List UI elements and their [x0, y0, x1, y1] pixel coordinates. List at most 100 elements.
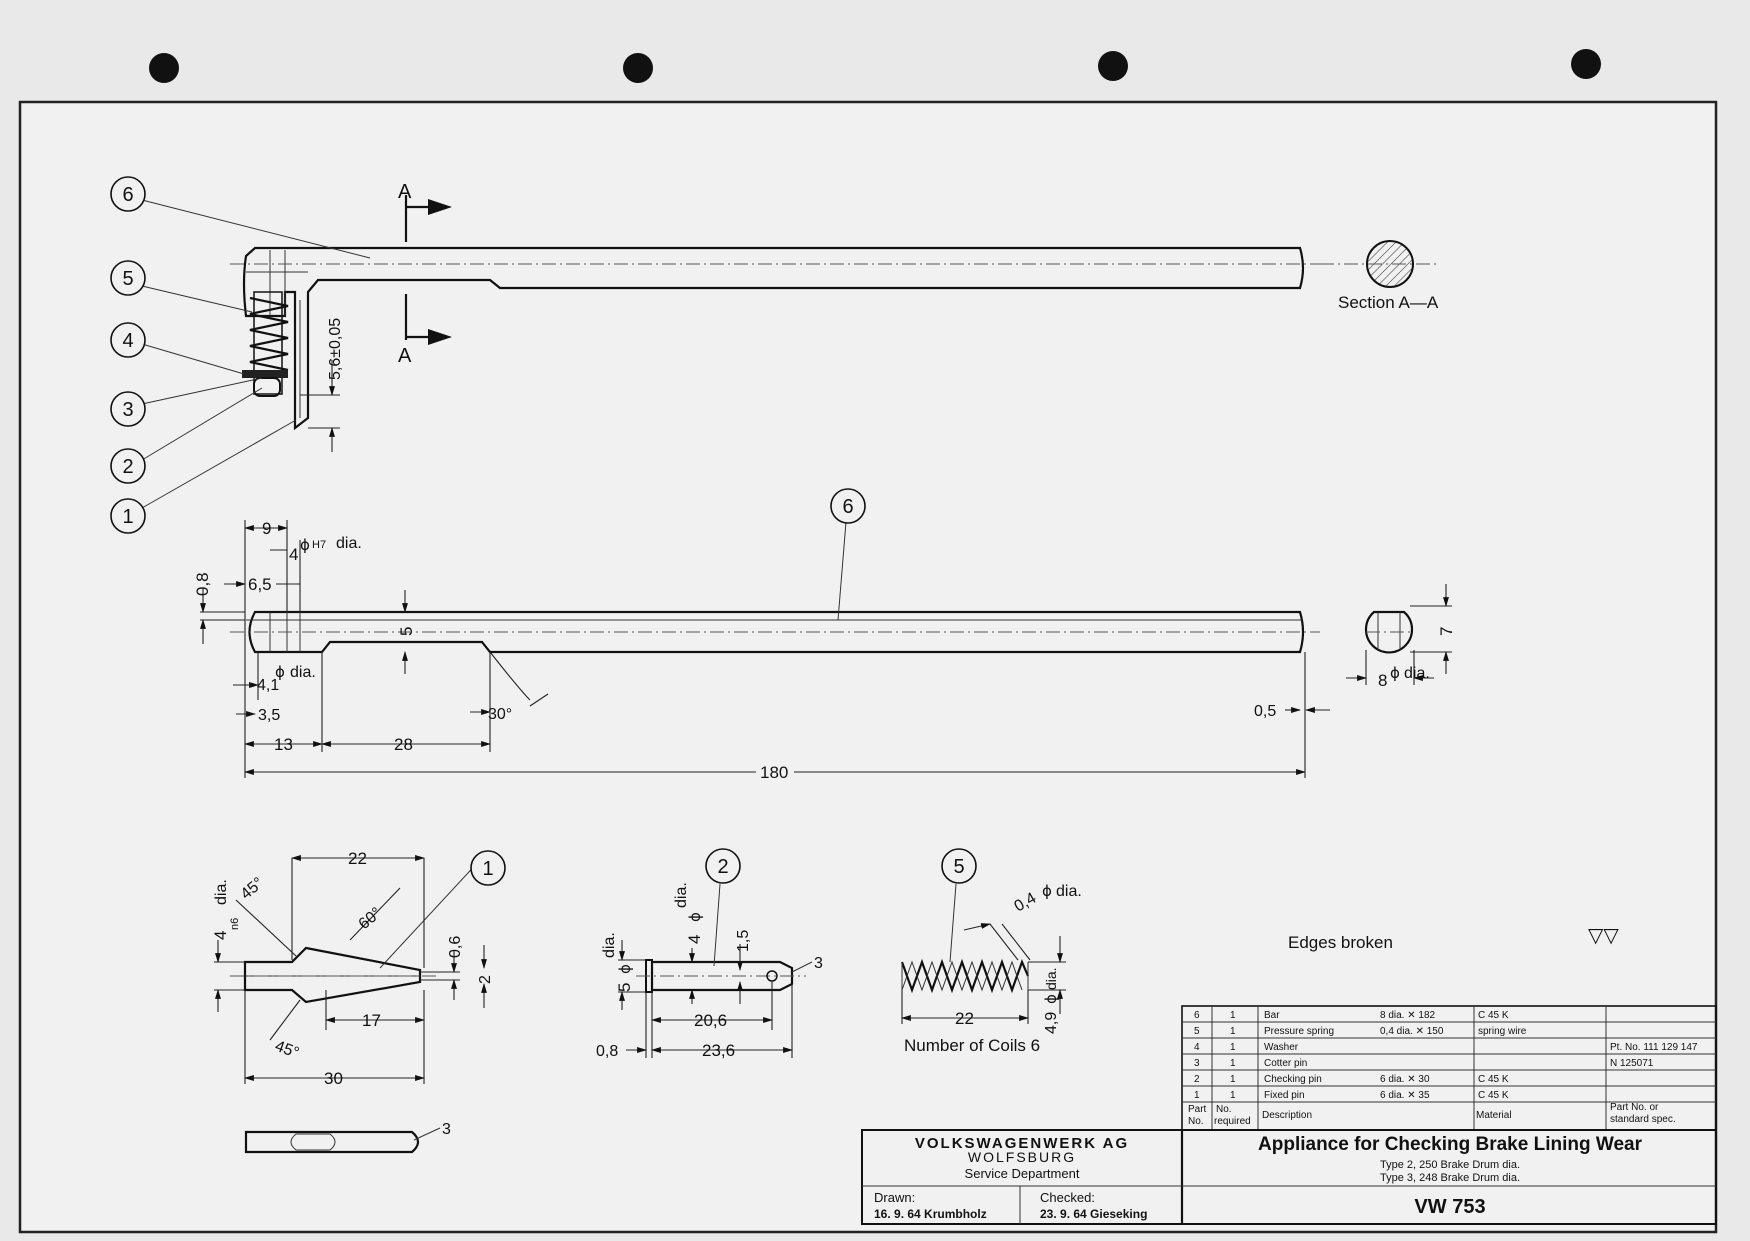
punch-holes [149, 49, 1601, 83]
department: Service Department [965, 1166, 1080, 1181]
drawn-label: Drawn: [874, 1190, 915, 1205]
dim-9: 9 [262, 519, 271, 538]
balloon-1-part [470, 850, 506, 886]
diameter-symbol: ϕ [275, 663, 285, 681]
p2-dia-b: dia. [601, 932, 618, 958]
dim-7: 7 [1437, 627, 1456, 636]
dim-0-8: 0,8 [193, 572, 212, 596]
parts-list-cell-spec: Pt. No. 111 129 147 [1610, 1042, 1698, 1053]
assembly-washer [242, 370, 288, 378]
dim-30-deg: 30° [488, 706, 512, 723]
parts-list-cell-part: 6 [1194, 1010, 1200, 1021]
checked-value: 23. 9. 64 Gieseking [1040, 1207, 1147, 1221]
drawing-subtitle-2: Type 3, 248 Brake Drum dia. [1380, 1172, 1520, 1184]
section-mark-bottom: A [398, 294, 452, 367]
assembly-pin-end [253, 377, 281, 397]
drawn-value: 16. 9. 64 Krumbholz [874, 1207, 987, 1221]
parts-list-cell-desc: Fixed pin [1264, 1090, 1305, 1101]
hdr-qty-b: required [1214, 1116, 1251, 1127]
balloon-4-label: 4 [122, 330, 133, 352]
parts-list-cell-size: 0,4 dia. ✕ 150 [1380, 1026, 1444, 1037]
p2-leader-3: 3 [814, 955, 823, 972]
diameter-symbol: ϕ [1042, 882, 1052, 900]
diameter-symbol: ϕ [1042, 994, 1060, 1004]
balloon-6-detail [830, 488, 866, 524]
parts-list-cell-part: 3 [1194, 1058, 1200, 1069]
dim-4-h7: 4 [289, 545, 298, 564]
parts-list-cell-desc: Cotter pin [1264, 1058, 1307, 1069]
parts-list-cell-spec: N 125071 [1610, 1058, 1654, 1069]
p2-dim-4: 4 [685, 935, 704, 944]
parts-list-cell-qty: 1 [1230, 1010, 1236, 1021]
punch-hole [623, 53, 653, 83]
balloon-5-label: 5 [122, 268, 133, 290]
parts-list-cell-qty: 1 [1230, 1058, 1236, 1069]
balloon-6-label: 6 [122, 184, 133, 206]
section-letter-bottom: A [398, 345, 412, 367]
drawing-frame [18, 100, 1718, 1234]
parts-list-cell-desc: Bar [1264, 1010, 1280, 1021]
dia-label-2: dia. [290, 664, 316, 681]
balloon-6 [110, 176, 146, 212]
parts-list-cell-size: 6 dia. ✕ 30 [1380, 1074, 1430, 1085]
diameter-symbol: ϕ [1390, 664, 1400, 682]
balloon-2-label: 2 [122, 456, 133, 478]
parts-list-cell-mat: spring wire [1478, 1026, 1527, 1037]
punch-hole [149, 53, 179, 83]
balloon-5-part-label: 5 [953, 856, 964, 878]
section-letter-top: A [398, 181, 412, 203]
dim-5-6: 5,6±0,05 [327, 318, 344, 380]
dim-0-5: 0,5 [1254, 703, 1276, 720]
balloon-2-part [705, 848, 741, 884]
parts-list-cell-qty: 1 [1230, 1026, 1236, 1037]
balloon-6-detail-label: 6 [842, 496, 853, 518]
assembly-spring [249, 291, 289, 395]
dim-6-5: 6,5 [248, 575, 272, 594]
p5-dia-a: dia. [1056, 883, 1082, 900]
p1-dim-2: 2 [477, 975, 494, 984]
p5-dim-22: 22 [955, 1009, 974, 1028]
cotter-pin-view: 3 [244, 1121, 451, 1154]
edges-note: Edges broken [1288, 933, 1393, 952]
p2-dim-5: 5 [615, 983, 634, 992]
hdr-material: Material [1476, 1110, 1512, 1121]
parts-list-cell-desc: Checking pin [1264, 1074, 1322, 1085]
p1-dim-22: 22 [348, 849, 367, 868]
parts-list-cell-mat: C 45 K [1478, 1074, 1509, 1085]
dim-4-1: 4,1 [257, 677, 279, 694]
part-1-outline [243, 946, 422, 1004]
p1-dim-30: 30 [324, 1069, 343, 1088]
p1-dim-17: 17 [362, 1011, 381, 1030]
balloon-1-part-label: 1 [482, 858, 493, 880]
hdr-part-a: Part [1188, 1104, 1207, 1115]
p2-dia-a: dia. [673, 882, 690, 908]
diameter-symbol: ϕ [616, 964, 634, 974]
company-city: WOLFSBURG [968, 1149, 1076, 1165]
balloon-5-part [941, 848, 977, 884]
p2-dim-23-6: 23,6 [702, 1041, 735, 1060]
section-mark-top: A [398, 181, 452, 242]
part-2-detail: 3 2 4 ϕ dia. 5 ϕ dia. 1,5 20,6 0,8 23,6 [596, 848, 823, 1060]
p1-dia: dia. [213, 879, 230, 905]
balloon-2-part-label: 2 [717, 856, 728, 878]
hdr-spec-b: standard spec. [1610, 1114, 1676, 1125]
dim-3-5: 3,5 [258, 707, 280, 724]
balloon-5 [110, 260, 146, 296]
parts-list-cell-qty: 1 [1230, 1090, 1236, 1101]
section-a-a-label: Section A—A [1338, 293, 1439, 312]
tolerance-h7: H7 [312, 539, 326, 551]
p1-tolerance-n6: n6 [229, 918, 241, 930]
parts-list-cell-part: 1 [1194, 1090, 1200, 1101]
dim-180: 180 [760, 763, 788, 782]
section-a-a: Section A—A [1320, 240, 1439, 312]
parts-list-cell-size: 8 dia. ✕ 182 [1380, 1010, 1436, 1021]
p1-dim-0-6: 0,6 [447, 936, 464, 958]
dim-5: 5 [397, 627, 416, 636]
p5-dim-4-9: 4,9 [1043, 1012, 1060, 1034]
p2-dim-20-6: 20,6 [694, 1011, 727, 1030]
balloon-1 [110, 498, 146, 534]
dia-label-3: dia. [1404, 665, 1430, 682]
cotter-hole [766, 970, 778, 982]
